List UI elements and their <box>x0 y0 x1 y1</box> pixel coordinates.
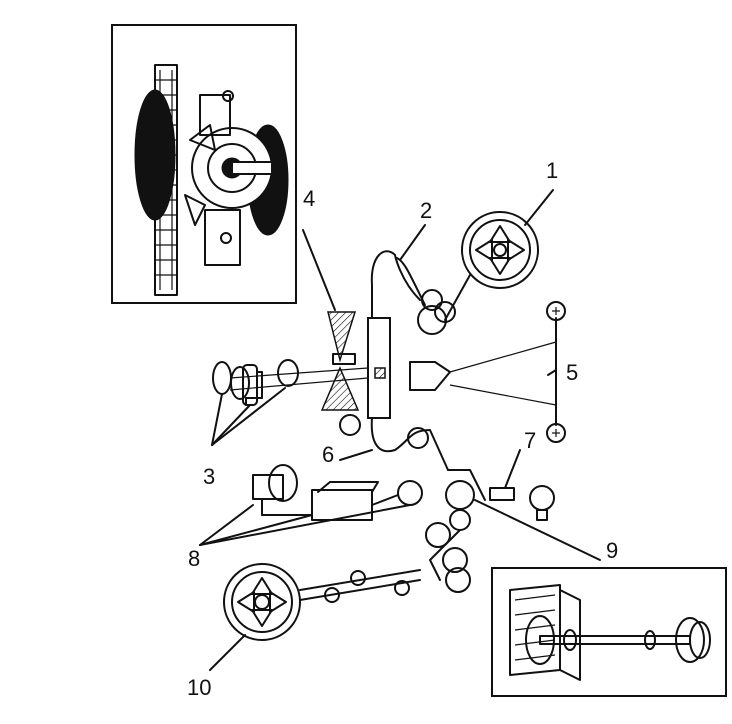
callout-8: 8 <box>188 546 201 571</box>
leader-lines <box>199 189 601 671</box>
exciter-lamp <box>489 485 555 521</box>
callout-1: 1 <box>546 158 559 183</box>
callout-10: 10 <box>187 675 212 700</box>
callout-9: 9 <box>606 538 619 563</box>
inset-mechanism-detail <box>111 24 297 304</box>
take-up-reel <box>223 563 301 641</box>
callout-7: 7 <box>524 428 537 453</box>
inset-left-blade <box>134 89 176 221</box>
upper-sprocket <box>417 305 447 335</box>
supply-reel <box>461 211 539 289</box>
callout-2: 2 <box>420 198 433 223</box>
projector-lamp <box>409 301 566 443</box>
inset-sprocket-detail <box>491 567 727 697</box>
callout-3: 3 <box>203 464 216 489</box>
sound-reproduction-chain <box>252 464 423 521</box>
film-path-main <box>212 211 566 641</box>
shutter <box>320 311 361 436</box>
sound-drum <box>445 480 475 510</box>
callout-4: 4 <box>303 186 316 211</box>
callout-6: 6 <box>322 442 335 467</box>
projection-lenses <box>212 359 369 406</box>
callout-5: 5 <box>566 360 579 385</box>
